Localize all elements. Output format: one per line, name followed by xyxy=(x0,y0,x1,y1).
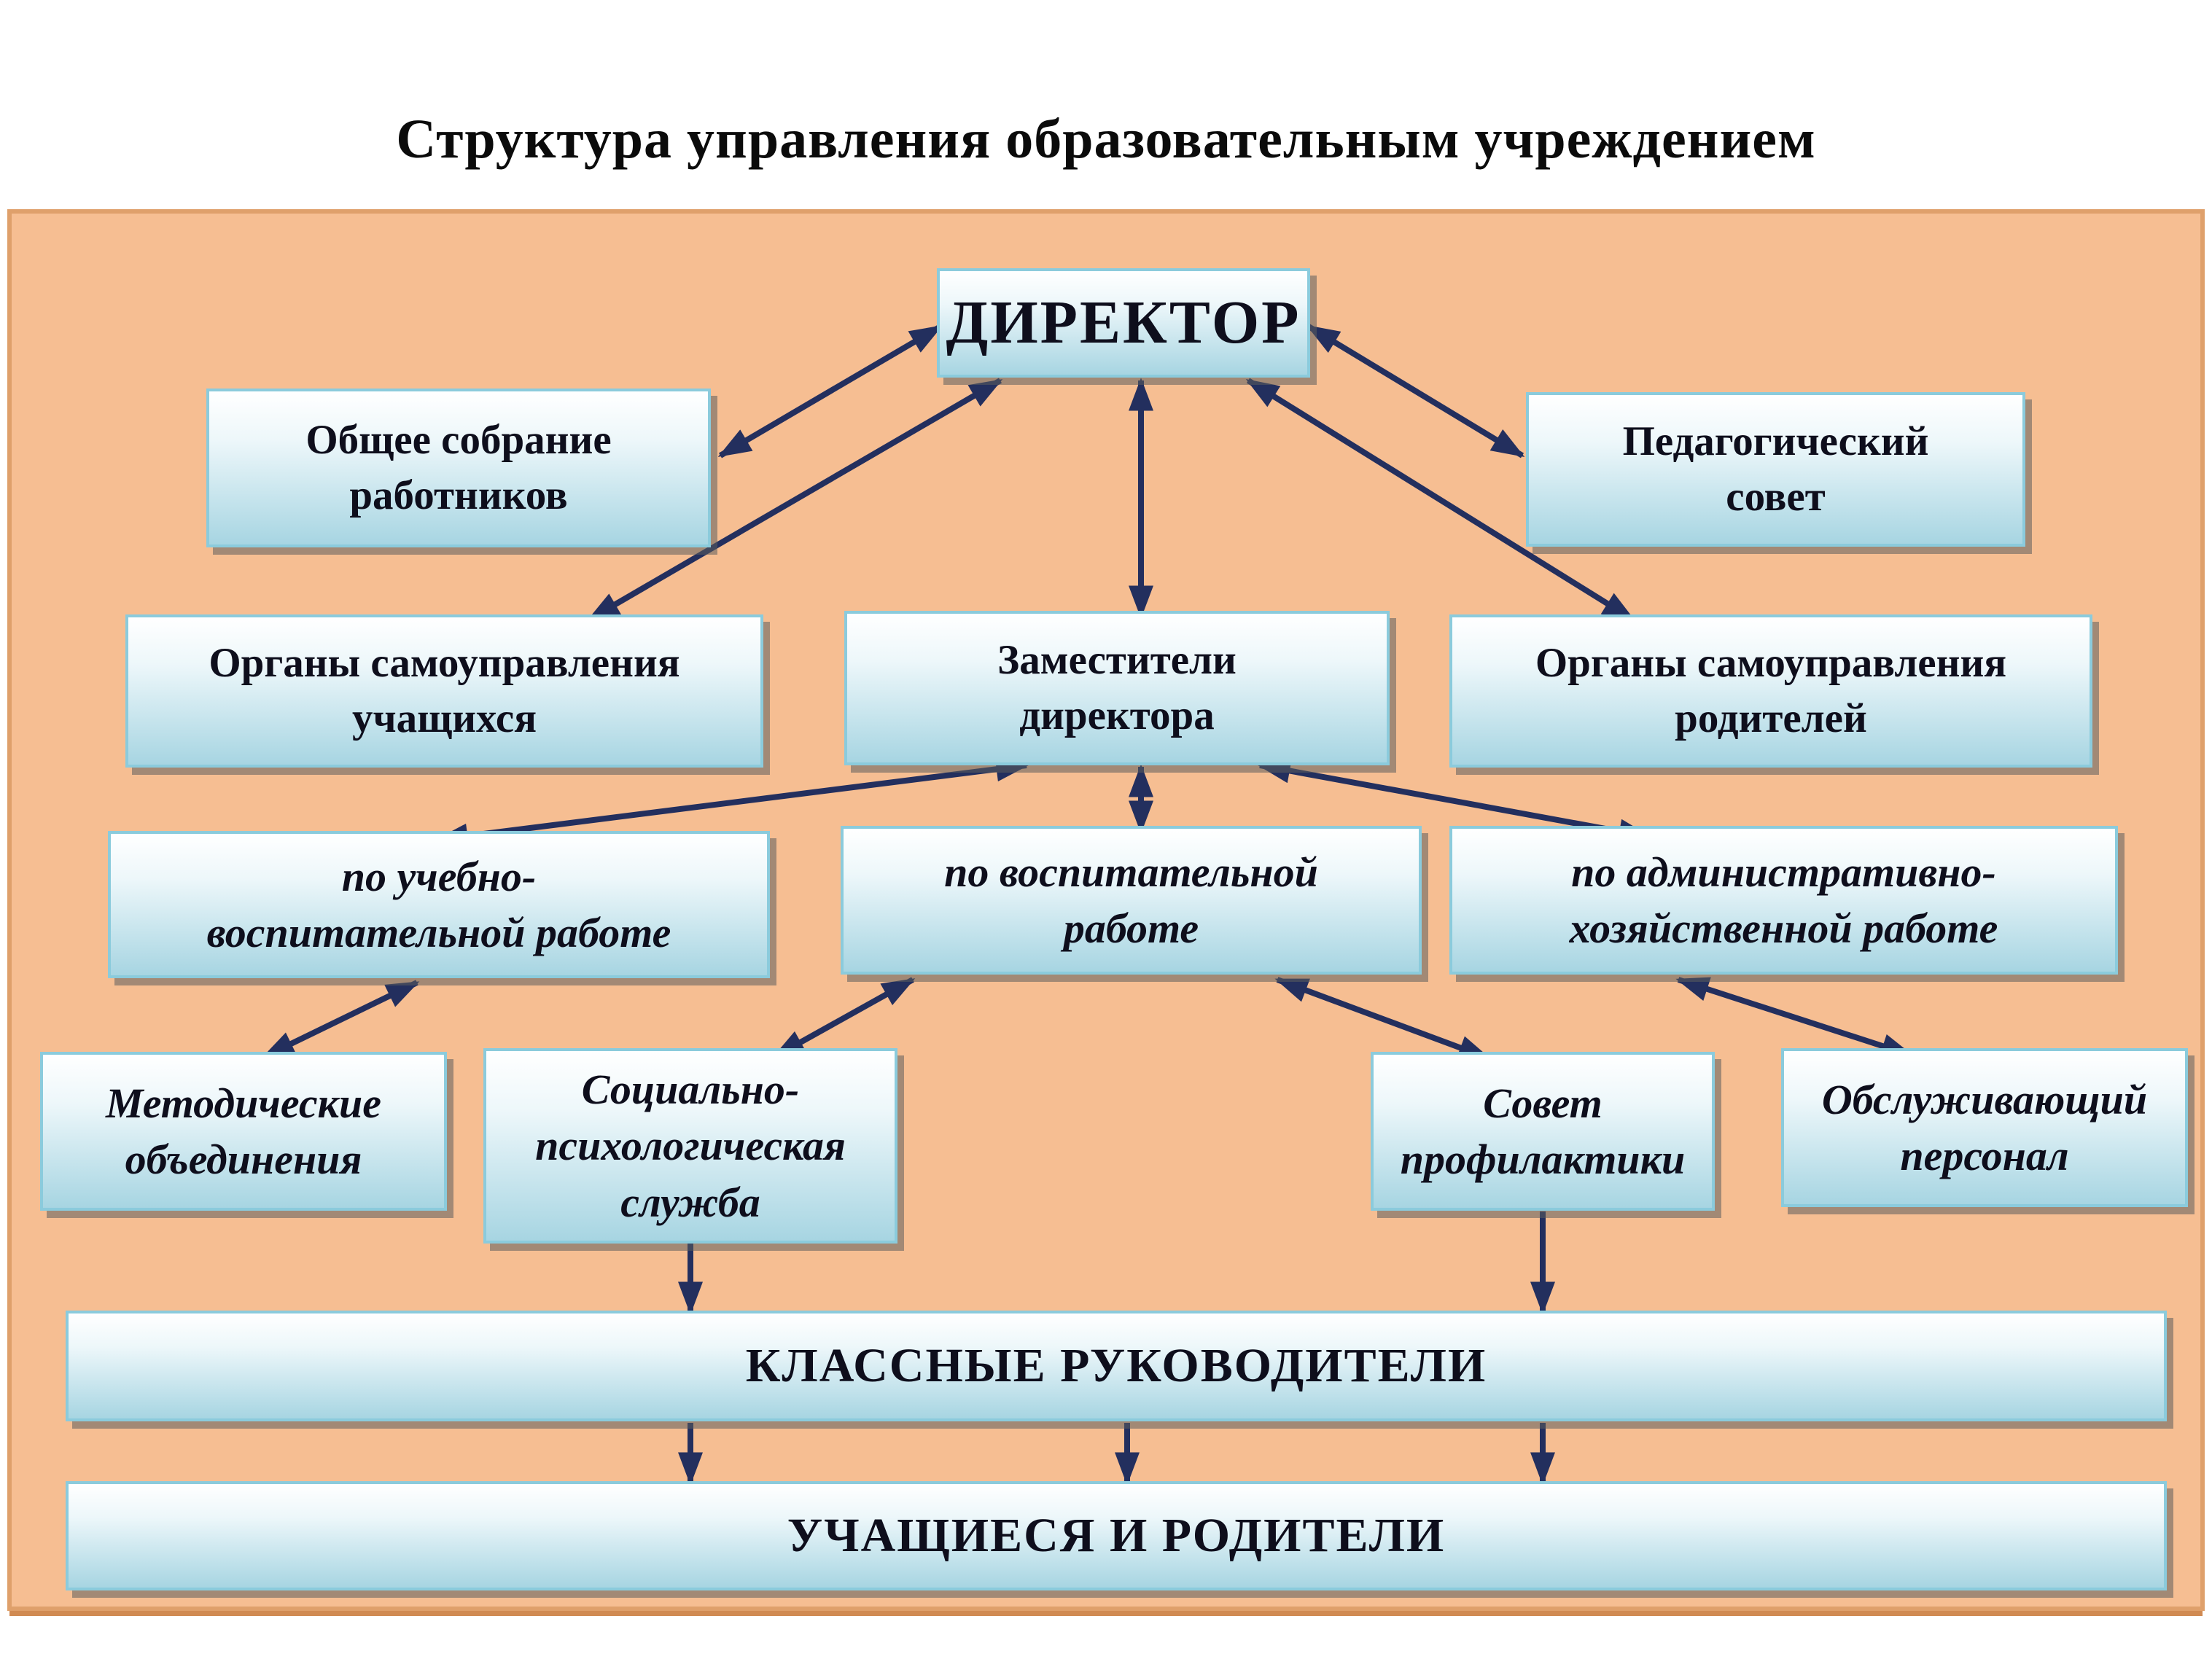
node-deputy-directors: Заместители директора xyxy=(844,611,1390,765)
node-class-teachers: КЛАССНЫЕ РУКОВОДИТЕЛИ xyxy=(66,1311,2167,1421)
node-parents-self-government: Органы самоуправления родителей xyxy=(1449,614,2092,768)
node-pedagogical-council: Педагогический совет xyxy=(1526,392,2025,547)
node-upbringing-work: по воспитательной работе xyxy=(841,826,1422,975)
diagram-title: Структура управления образовательным учр… xyxy=(396,109,1816,170)
node-pupils-self-government: Органы самоуправления учащихся xyxy=(125,614,763,768)
node-edu-upbringing-work: по учебно- воспитательной работе xyxy=(108,831,770,978)
node-director: ДИРЕКТОР xyxy=(937,268,1310,378)
node-staff-meeting: Общее собрание работников xyxy=(206,389,711,547)
node-social-psychological-service: Социально- психологическая служба xyxy=(483,1048,897,1244)
node-methodical-associations: Методические объединения xyxy=(40,1052,447,1211)
node-prevention-council: Совет профилактики xyxy=(1371,1052,1715,1211)
node-service-staff: Обслуживающий персонал xyxy=(1781,1048,2188,1207)
node-admin-economic-work: по административно- хозяйственной работе xyxy=(1449,826,2118,975)
node-pupils-and-parents: УЧАЩИЕСЯ И РОДИТЕЛИ xyxy=(66,1481,2167,1590)
